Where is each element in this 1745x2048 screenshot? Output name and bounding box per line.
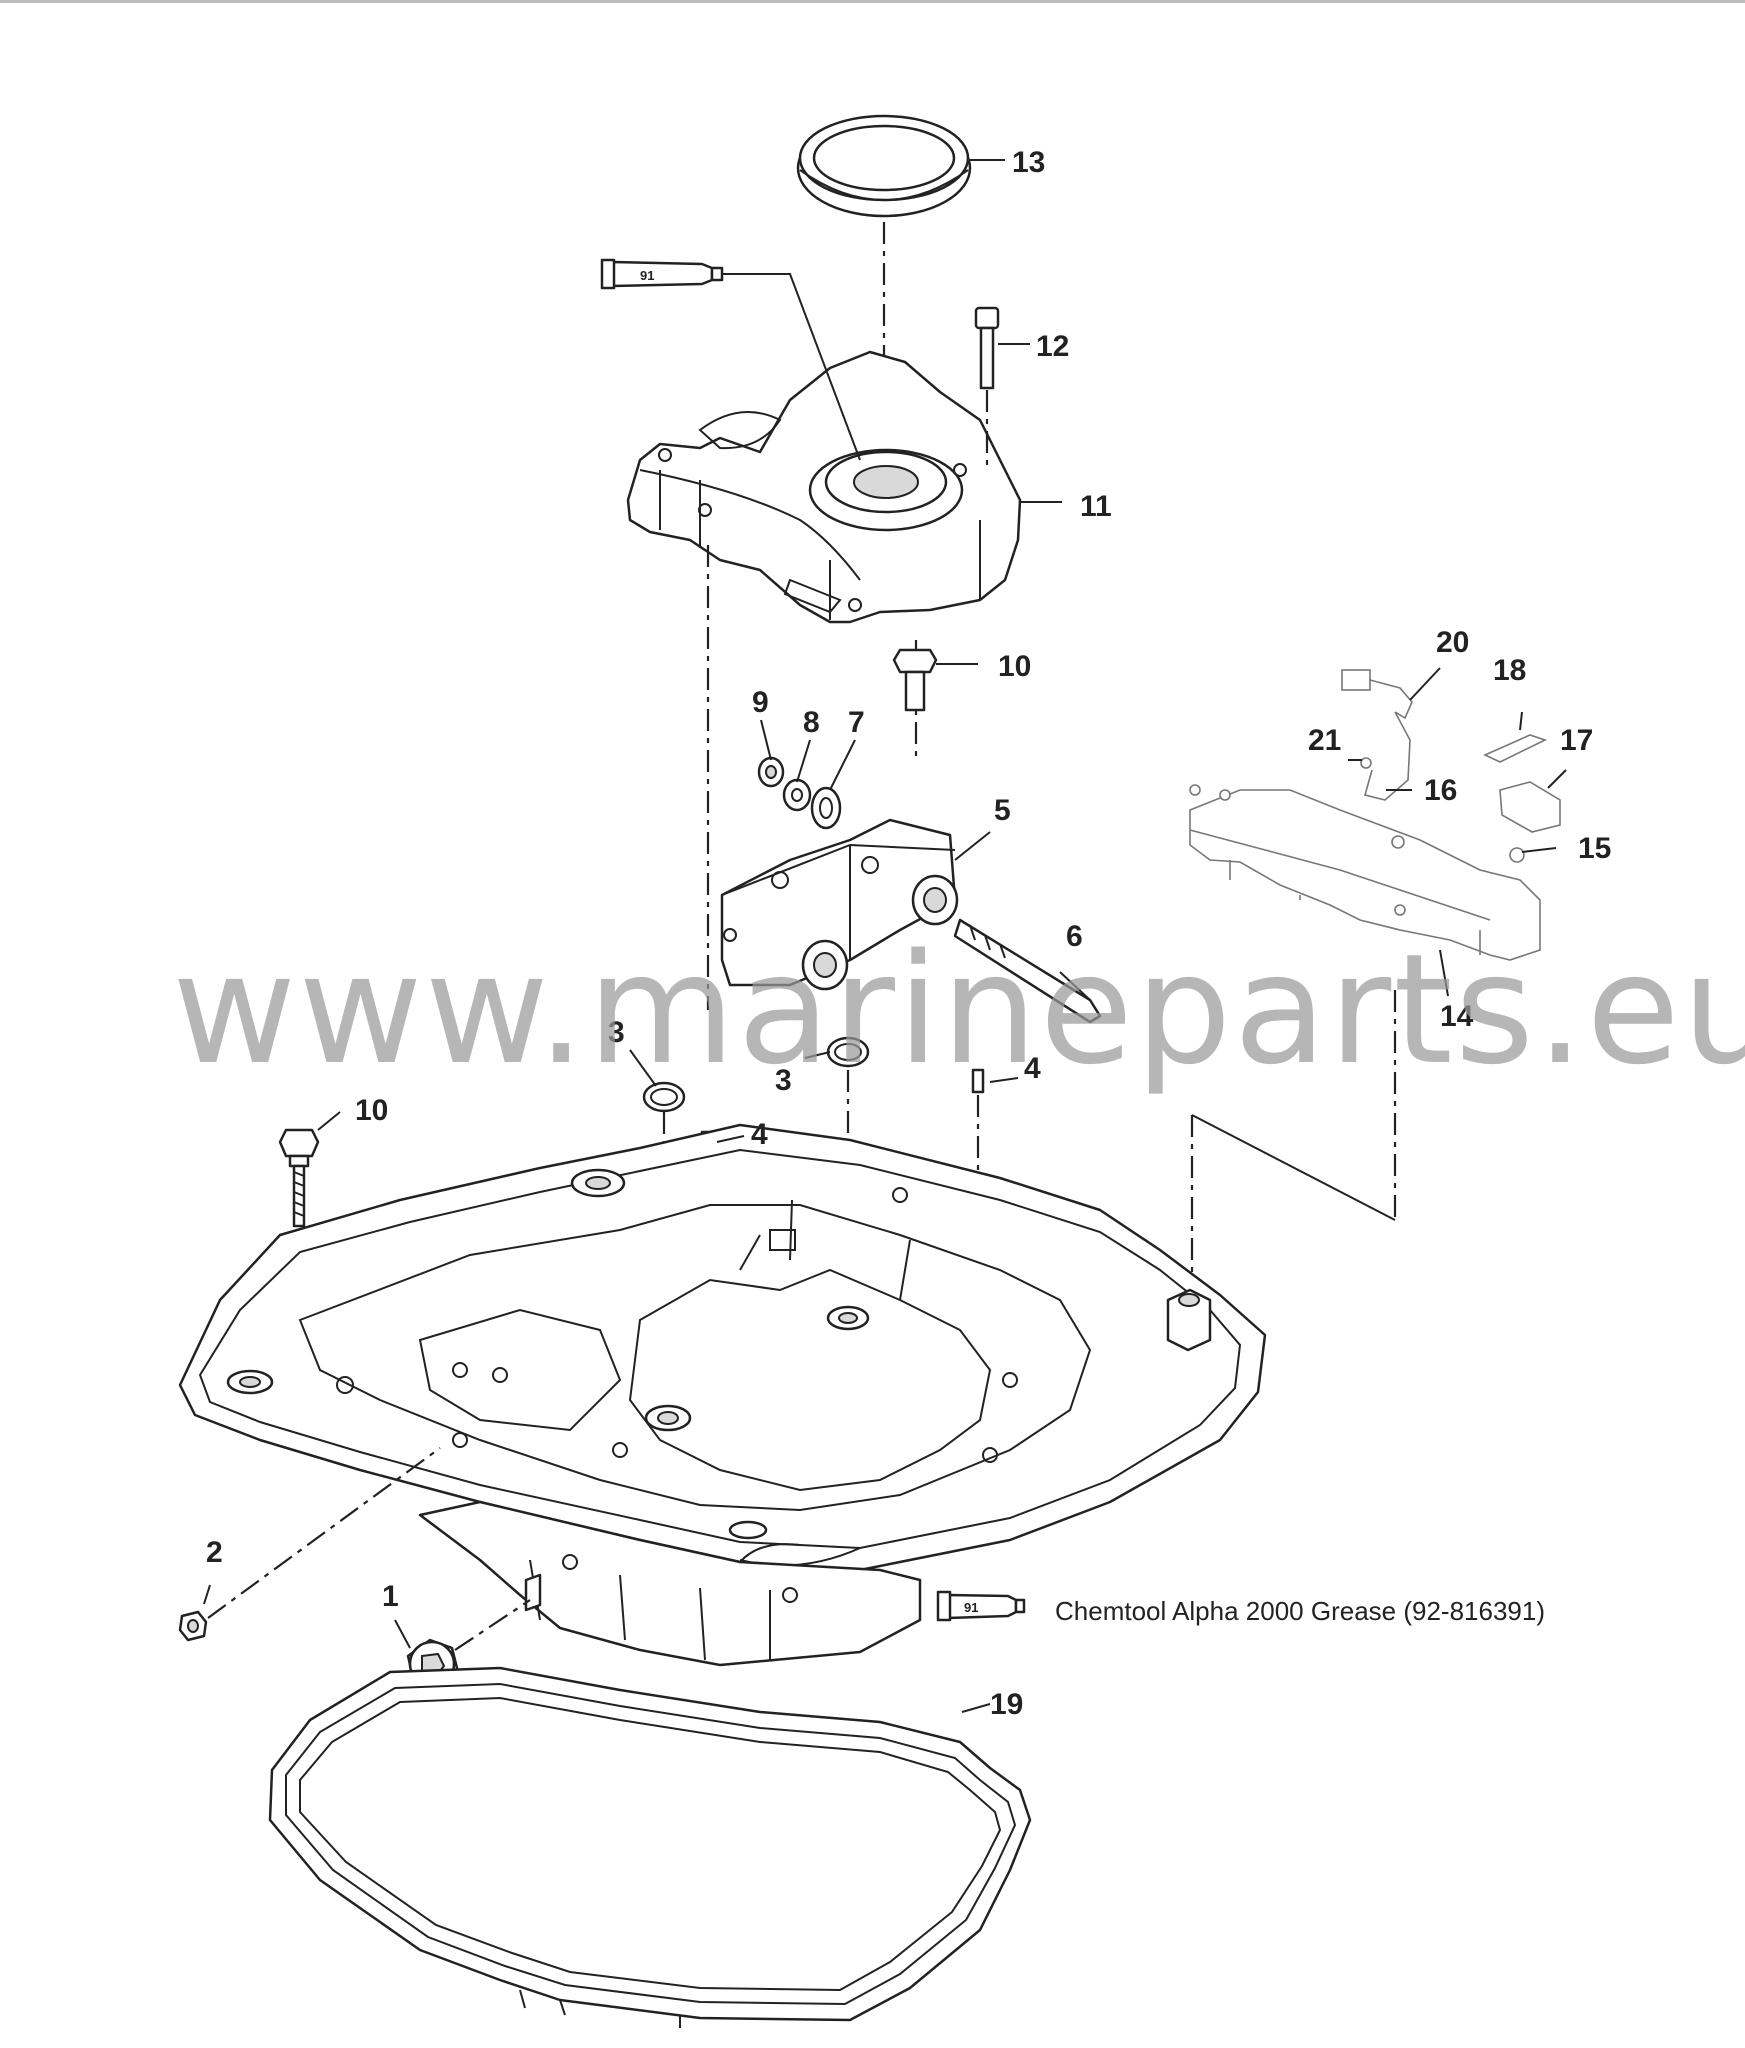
axis-bushing-1 (454, 1599, 531, 1651)
callout-17: 17 (1560, 724, 1593, 757)
callout-13: 13 (1012, 146, 1045, 179)
leader-grease-top (722, 273, 861, 461)
part-3-o-ring-left (642, 1081, 686, 1113)
part-8-washer (782, 778, 812, 812)
part-20-sensor (1341, 669, 1413, 801)
tube-code-top: 91 (640, 268, 654, 283)
callout-19: 19 (990, 1688, 1023, 1721)
part-7-washer (810, 786, 842, 830)
part-10-flange-bolt-lower (278, 1128, 320, 1228)
callout-2: 2 (206, 1536, 223, 1569)
part-12-long-bolt (974, 306, 1000, 390)
page-top-rule (0, 0, 1745, 3)
callout-10-upper: 10 (998, 650, 1031, 683)
part-2-drain-plug (178, 1610, 208, 1642)
callout-12: 12 (1036, 330, 1069, 363)
callout-1: 1 (382, 1580, 399, 1613)
callout-14: 14 (1440, 1000, 1474, 1033)
part-19-gasket (268, 1666, 1032, 2028)
connector-line-diagonal (1191, 1114, 1396, 1221)
tube-code-legend: 91 (964, 1600, 978, 1615)
callout-labels: 13 12 11 10 9 8 7 5 6 3 3 4 4 10 2 1 19 … (206, 146, 1611, 1721)
grease-tube-91-top: 91 (600, 258, 724, 290)
callout-10-lower: 10 (355, 1094, 388, 1127)
part-10-flange-bolt-upper (892, 648, 938, 712)
part-4-dowel-pin-right (971, 1068, 985, 1094)
part-14-mounting-plate-assembly (1189, 784, 1541, 961)
callout-9: 9 (752, 686, 769, 719)
part-5-mount-bracket (720, 818, 959, 991)
part-21-screw (1360, 757, 1372, 769)
callout-6: 6 (1066, 920, 1083, 953)
callout-4-right: 4 (1024, 1052, 1041, 1085)
callout-7: 7 (848, 706, 865, 739)
callout-3-right: 3 (775, 1064, 792, 1097)
callout-8: 8 (803, 706, 820, 739)
callout-18: 18 (1493, 654, 1526, 687)
grease-tube-91-legend: 91 (936, 1590, 1026, 1622)
watermark-text: www.marineparts.eu (172, 921, 1745, 1098)
part-6-long-stud (953, 918, 1102, 1024)
callout-3-left: 3 (608, 1016, 625, 1049)
part-17-module (1499, 781, 1561, 833)
callout-4-left: 4 (751, 1118, 768, 1151)
main-adapter-plate (178, 1123, 1267, 1572)
part-11-cover-housing (626, 350, 1022, 624)
callout-21: 21 (1308, 724, 1341, 757)
callout-11: 11 (1080, 490, 1112, 523)
part-9-nut (757, 756, 785, 788)
leader-lines (203, 159, 1567, 1713)
lubricant-legend-text: Chemtool Alpha 2000 Grease (92-816391) (1055, 1596, 1545, 1626)
part-13-seal-ring (796, 114, 972, 218)
oil-pan-sump (418, 1500, 922, 1667)
part-16-screw (1391, 835, 1405, 849)
callout-16: 16 (1424, 774, 1457, 807)
axis-plug-2 (207, 1447, 441, 1619)
callout-5: 5 (994, 794, 1011, 827)
callout-20: 20 (1436, 626, 1469, 659)
part-15-screw (1509, 847, 1525, 863)
callout-15: 15 (1578, 832, 1611, 865)
part-18-clip (1483, 734, 1548, 763)
